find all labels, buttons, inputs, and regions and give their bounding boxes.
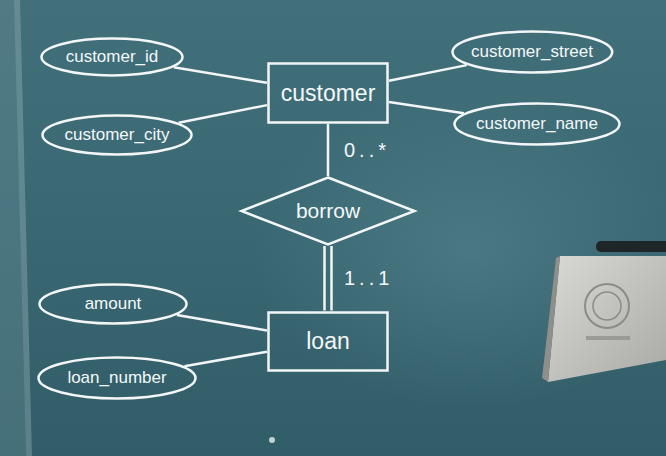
connector-line: [179, 105, 267, 123]
cardinality-label: 1..1: [344, 267, 393, 290]
relationship-diamond: borrow: [240, 176, 416, 246]
connector-line: [389, 102, 464, 113]
attribute-ellipse: customer_id: [40, 37, 184, 77]
connector-line: [184, 352, 267, 366]
entity-box: customer: [267, 62, 389, 124]
node-label: customer_name: [476, 114, 598, 134]
node-label: customer_street: [471, 42, 593, 62]
connector-line: [174, 67, 267, 83]
node-label: customer: [281, 80, 376, 106]
attribute-ellipse: customer_name: [453, 102, 621, 146]
background-glow: [250, 90, 666, 410]
attribute-ellipse: loan_number: [37, 356, 197, 400]
connector-line: [325, 246, 332, 311]
connector-line: [389, 65, 467, 81]
connector-line: [177, 315, 267, 331]
node-label: loan: [306, 328, 349, 354]
node-label: customer_city: [65, 125, 170, 145]
node-label: amount: [85, 294, 142, 314]
lectern-icon: [542, 241, 666, 382]
board-frame-edge: [14, 0, 32, 456]
attribute-ellipse: customer_city: [41, 114, 193, 156]
attribute-ellipse: customer_street: [451, 30, 614, 74]
attribute-ellipse: amount: [38, 283, 188, 325]
connector-line: [328, 124, 329, 176]
node-label: customer_id: [66, 47, 159, 67]
entity-box: loan: [267, 311, 389, 372]
cardinality-label: 0..*: [344, 139, 390, 162]
board-dot: [269, 437, 275, 443]
node-label: loan_number: [67, 368, 166, 388]
node-label: borrow: [296, 199, 360, 223]
